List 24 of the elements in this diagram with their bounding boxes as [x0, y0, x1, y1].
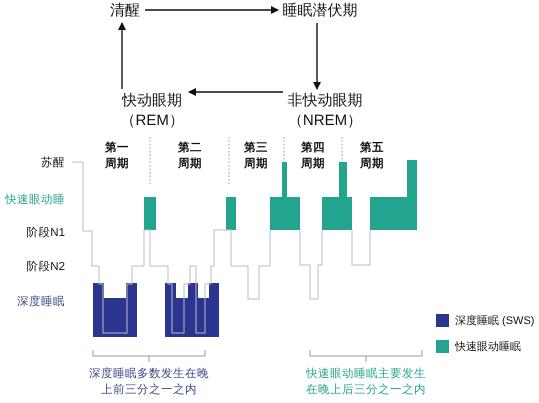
stage-abbreviation: （REM） — [120, 111, 184, 131]
stage-label: 阶段N2 — [25, 260, 65, 274]
stage-label: 深度睡眠 — [16, 294, 65, 308]
stage-label: 阶段N1 — [25, 226, 65, 240]
legend-label: 深度睡眠 (SWS) — [455, 314, 534, 328]
arrow — [188, 88, 283, 96]
stage-label: 快动眼期 — [120, 91, 184, 111]
cycle-label: 第五周期 — [359, 140, 385, 172]
stage-abbreviation: （NREM） — [288, 111, 362, 131]
stage-label: 睡眠潜伏期 — [282, 1, 358, 21]
stage-label: 非快动眼期 — [288, 91, 362, 111]
cycle-label: 第四周期 — [300, 140, 326, 172]
legend-label: 快速眼动睡眠 — [455, 340, 521, 354]
cycle-label: 第一周期 — [104, 140, 130, 172]
arrow — [313, 23, 321, 90]
arrow — [145, 6, 279, 14]
stage-label: 清醒 — [110, 1, 140, 21]
stage-label: 快速眼动睡 — [4, 192, 65, 206]
arrow — [118, 22, 126, 89]
note-text: 深度睡眠多数发生在晚上前三分之一之内 — [88, 366, 210, 398]
cycle-label: 第二周期 — [177, 140, 203, 172]
cycle-label: 第三周期 — [243, 140, 269, 172]
stage-label: 苏醒 — [40, 156, 65, 170]
note-text: 快速眼动睡眠主要发生在晚上后三分之一之内 — [304, 366, 427, 398]
